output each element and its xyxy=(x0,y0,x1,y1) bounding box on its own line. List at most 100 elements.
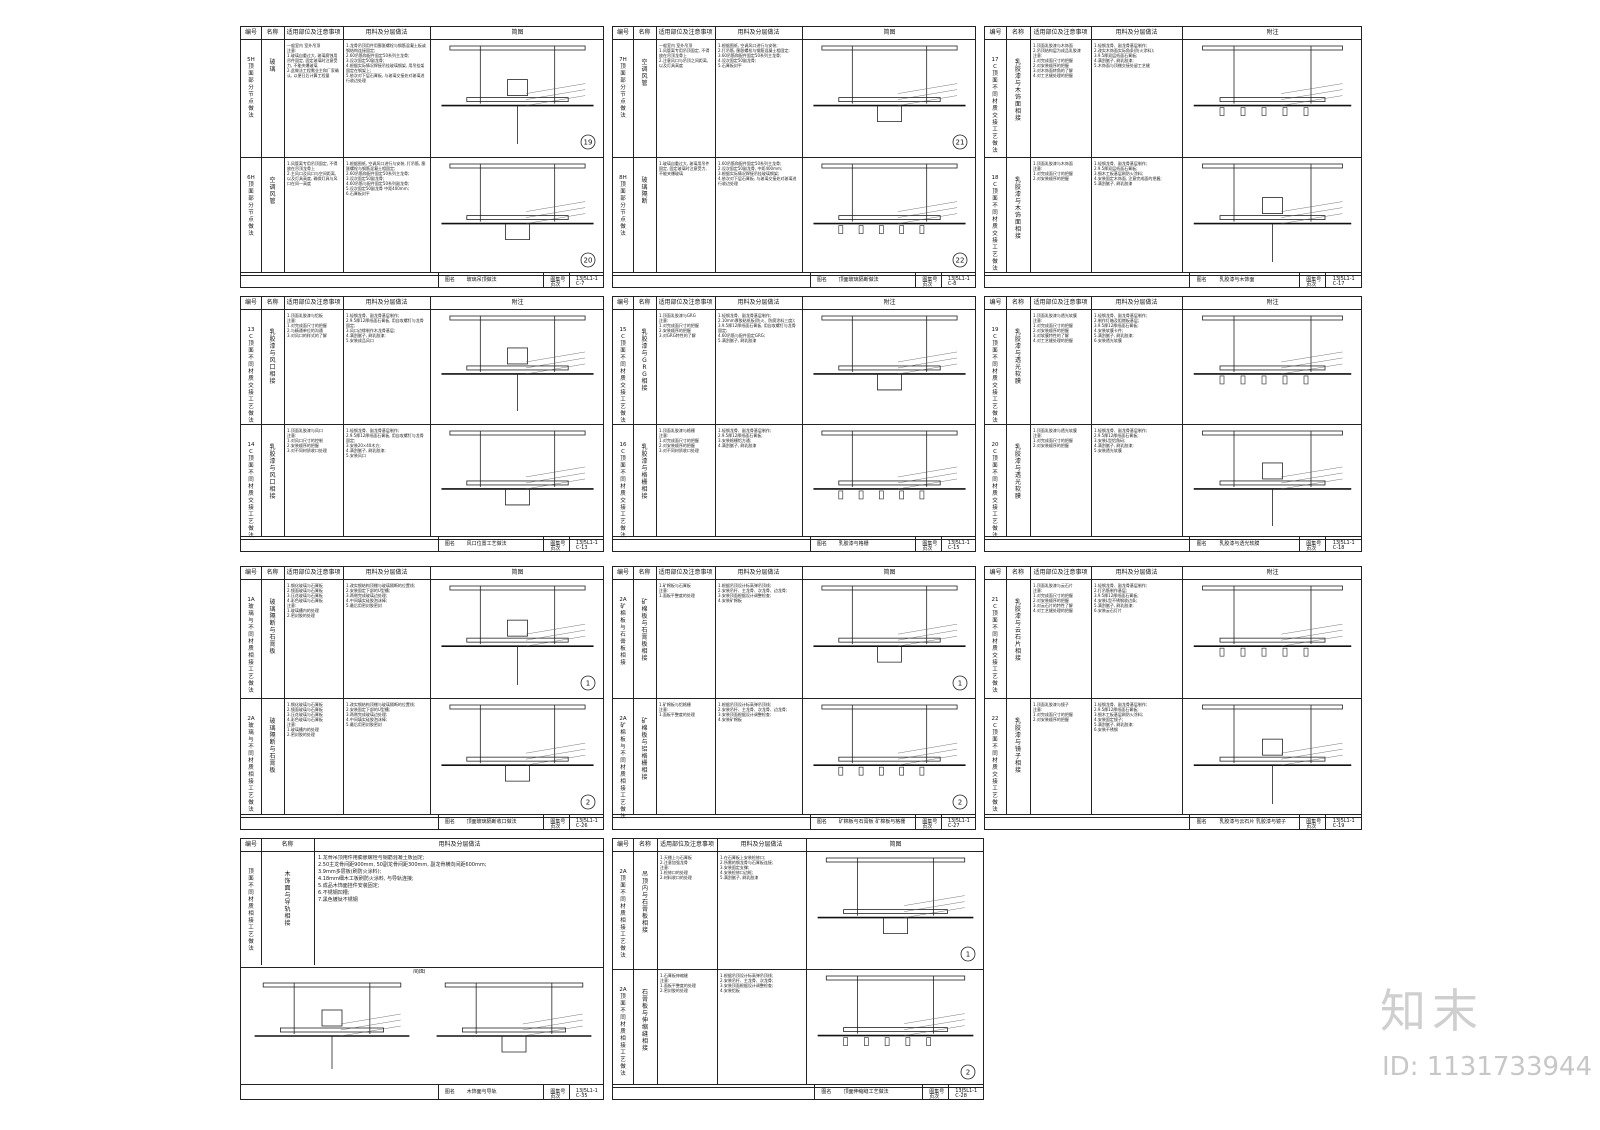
concrete-slab xyxy=(1202,163,1343,169)
detail-row xyxy=(613,157,975,276)
scope-text: 一般室内 室外吊顶 1.风管离专用吊顶固定, 不得放在吊顶龙骨上 2.注意风口与… xyxy=(659,43,710,68)
main-keel xyxy=(1219,365,1326,371)
table-header: 编号名称用料及分层做法 xyxy=(241,839,603,852)
header-cell: 用料及分层做法 xyxy=(438,841,481,848)
page-number: C-28 xyxy=(955,1093,967,1099)
materials-text: 1.根据吊顶设计标高弹吊顶线; 2.安装吊杆、主龙骨、次龙骨; 3.安装顶面根据… xyxy=(720,973,774,993)
detail-row xyxy=(241,309,603,425)
column-divider xyxy=(657,839,658,1085)
detail-marker-number: 20 xyxy=(584,257,593,265)
leader-line xyxy=(904,907,965,918)
title-block-field: 乳胶漆与格栅 xyxy=(838,541,869,547)
title-block-divider xyxy=(1298,815,1300,829)
title-block-field: 13J5L1-1 xyxy=(947,818,970,824)
duct-box xyxy=(1262,738,1283,756)
header-cell: 编号 xyxy=(616,29,629,36)
title-block-divider xyxy=(809,273,811,287)
title-block-field: 图集号 xyxy=(929,1089,945,1095)
detail-marker-circle xyxy=(580,134,596,150)
table-header: 编号名称适用部位及注意事项用料及分层做法简图 xyxy=(613,567,975,580)
header-cell: 编号 xyxy=(244,29,257,36)
concrete-slab xyxy=(825,857,966,863)
column-divider xyxy=(430,297,431,537)
header-cell: 编号 xyxy=(989,29,1002,36)
column-divider xyxy=(633,567,634,815)
section-drawing xyxy=(441,315,594,411)
detail-code: 2A 矿棉板与不同材质相接工艺做法 xyxy=(619,716,627,820)
header-cell: 适用部位及注意事项 xyxy=(659,841,714,848)
concrete-slab xyxy=(1202,315,1343,321)
column-divider xyxy=(1091,27,1092,273)
concrete-slab xyxy=(449,315,586,321)
detail-name: 乳胶漆与透光软膜 xyxy=(1014,444,1021,500)
detail-code: 20C 顶面不同材质交接工艺做法 xyxy=(991,442,999,539)
leader-line xyxy=(1281,201,1343,212)
detail-row xyxy=(613,424,975,540)
page-label: 页次 xyxy=(550,546,561,552)
materials-text: 1.改实钢结构顶棚与玻璃隔断的位置线; 2.安装固定下部的U型槽; 3.两侧完成… xyxy=(346,702,416,727)
detail-marker-circle xyxy=(960,946,976,962)
detail-marker-number: 1 xyxy=(586,680,590,688)
detail-name: 乳胶漆与镜子相接 xyxy=(1014,718,1021,774)
leader-line xyxy=(522,1025,583,1037)
detail-name: 乳胶漆与格栅相接 xyxy=(641,444,648,500)
materials-text: 1.轻钢龙骨、副龙骨基层制作; 2.改实木饰面实际角条(防火涂料); 3.9.5… xyxy=(1094,43,1155,68)
table-header: 编号名称适用部位及注意事项用料及分层做法简图 xyxy=(241,27,603,40)
main-keel xyxy=(838,480,941,486)
leader-line xyxy=(522,1019,583,1031)
header-cell: 用料及分层做法 xyxy=(365,299,408,306)
detail-code: 13C 顶面不同材质交接工艺做法 xyxy=(247,327,255,424)
title-block-divider xyxy=(1189,537,1191,551)
detail-marker-circle xyxy=(580,794,596,810)
id-watermark: ID: 1131733944 xyxy=(1382,1052,1593,1082)
detail-name: 木饰面与导轨相接 xyxy=(284,871,291,927)
detail-code: 19C 顶面不同材质交接工艺做法 xyxy=(991,327,999,424)
diagram-label: 简图 xyxy=(413,969,426,974)
column-divider xyxy=(656,297,657,537)
detail-row xyxy=(985,424,1361,540)
concrete-slab xyxy=(449,430,586,436)
detail-name: 乳胶漆与GRG相接 xyxy=(641,329,648,392)
scope-text: 1.顶面乳胶漆与铝板 注意: 1.对完成面尺寸的把握 2.与精通单位的沟通 3.… xyxy=(287,313,327,338)
materials-text: 1.根据吊顶设计标高弹吊顶线; 2.安装吊杆、主龙骨、次龙骨、边龙骨; 3.安装… xyxy=(718,702,788,722)
detail-code: 15C 顶面不同材质交接工艺做法 xyxy=(619,327,627,424)
grille-bar xyxy=(879,766,884,776)
column-divider xyxy=(261,839,262,965)
title-block-field: 图名 xyxy=(821,1089,832,1095)
grille-bar xyxy=(919,225,925,234)
main-keel xyxy=(466,756,569,762)
recess-profile xyxy=(505,223,530,240)
title-block-divider xyxy=(543,815,545,829)
duct-box xyxy=(507,619,528,637)
duct-box xyxy=(507,79,528,96)
concrete-slab xyxy=(821,163,958,169)
header-cell: 用料及分层做法 xyxy=(365,569,408,576)
title-block-divider xyxy=(809,537,811,551)
leader-line xyxy=(1281,357,1343,369)
title-block-divider xyxy=(1189,273,1191,287)
scope-text: 1.钢化玻璃与石膏板 2.镜面玻璃与石膏板 3.压花玻璃与石膏板 4.彩色玻璃与… xyxy=(287,702,323,737)
section-drawing: 1 xyxy=(817,857,976,962)
leader-line xyxy=(525,754,586,766)
grille-bar xyxy=(884,1037,890,1046)
title-block-divider xyxy=(940,815,942,829)
leader-line xyxy=(525,623,586,635)
leader-line xyxy=(897,351,958,363)
main-keel xyxy=(843,1027,948,1032)
leader-line xyxy=(904,1013,965,1024)
scope-text: 1.顶面乳胶漆与透光软膜 注意: 1.对完成面尺寸的把握 2.对安装顺序的把握 xyxy=(1033,428,1077,448)
main-keel xyxy=(1219,480,1326,486)
leader-line xyxy=(1281,363,1343,375)
leader-line xyxy=(897,742,958,754)
table-header: 编号名称适用部位及注意事项用料及分层做法简图 xyxy=(613,839,983,852)
leader-line xyxy=(525,363,586,375)
leader-line xyxy=(897,89,958,100)
title-block-field: 13J5L1-1 xyxy=(575,818,598,824)
recess-profile xyxy=(501,1036,527,1053)
page-label: 页次 xyxy=(929,1094,940,1100)
materials-text: 1.轻钢龙骨、副龙骨基层制作; 2.9.5厚12厚纸面石膏板, 用自攻螺钉与龙骨… xyxy=(346,428,424,458)
